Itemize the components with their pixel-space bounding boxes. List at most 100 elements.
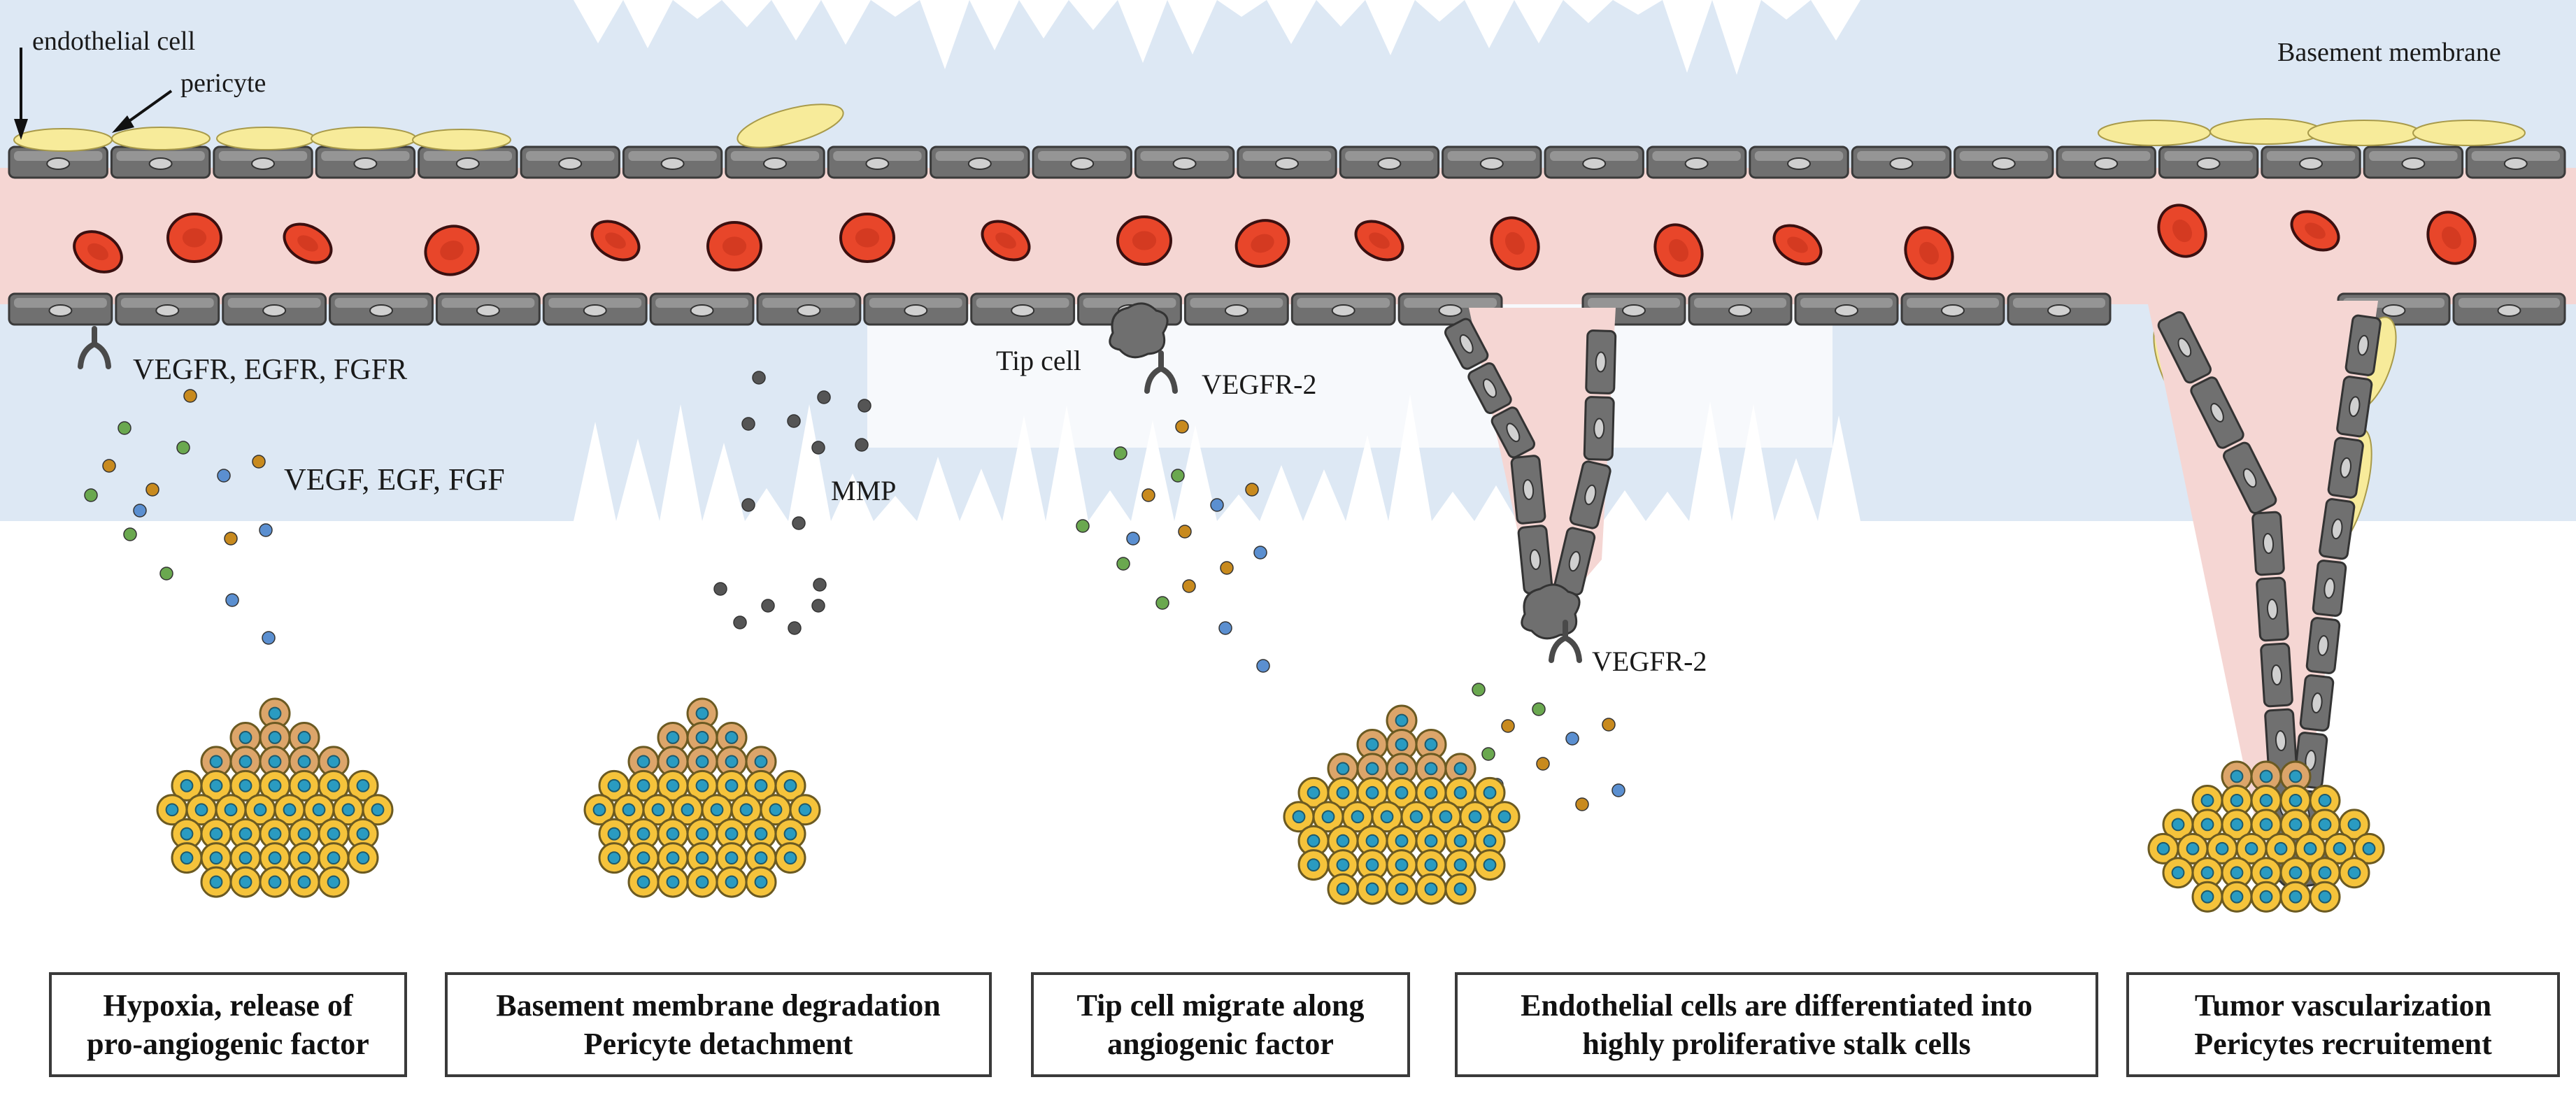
- tumor-mass-2: [583, 697, 821, 898]
- endothelial-nucleus: [1479, 157, 1504, 170]
- tumor-nucleus: [2171, 818, 2185, 832]
- tumor-nucleus: [2318, 794, 2332, 807]
- tumor-nucleus: [636, 827, 650, 841]
- basement-membrane-label: Basement membrane: [2277, 38, 2501, 67]
- tumor-nucleus: [1336, 762, 1350, 776]
- tumor-nucleus: [2215, 841, 2229, 855]
- receptors-and-arrows: [14, 48, 1582, 663]
- tumor-nucleus: [224, 803, 238, 817]
- tumor-nucleus: [268, 827, 282, 841]
- factor-dot: [811, 441, 825, 455]
- tumor-nucleus: [1424, 834, 1438, 848]
- endothelial-nucleus: [1941, 304, 1965, 317]
- factor-dot: [133, 504, 147, 518]
- tumor-nucleus: [165, 803, 179, 817]
- tumor-nucleus: [1424, 762, 1438, 776]
- stage-1-line-1: Hypoxia, release of: [103, 988, 353, 1023]
- tumor-nucleus: [239, 875, 252, 889]
- endothelial-cell-label: endothelial cell: [32, 27, 196, 56]
- tumor-mass-3: [1283, 704, 1521, 905]
- pericyte: [2412, 120, 2526, 146]
- tumor-nucleus: [2289, 890, 2303, 904]
- endothelial-nucleus: [1438, 304, 1463, 317]
- endothelial-nucleus: [148, 157, 173, 170]
- factor-dot: [1611, 783, 1625, 797]
- tumor-nucleus: [297, 875, 311, 889]
- tumor-nucleus: [2186, 841, 2200, 855]
- tumor-nucleus: [666, 755, 680, 769]
- tumor-nucleus: [1409, 810, 1423, 824]
- tumor-nucleus: [651, 803, 665, 817]
- factor-dot: [813, 578, 827, 592]
- stage-4-line-1: Endothelial cells are differentiated int…: [1521, 988, 2033, 1023]
- tumor-nucleus: [239, 778, 252, 792]
- tumor-nucleus: [1497, 810, 1511, 824]
- tumor-nucleus: [194, 803, 208, 817]
- tumor-nucleus: [327, 778, 341, 792]
- factor-dot: [817, 390, 831, 404]
- factor-dot: [1253, 546, 1267, 560]
- tumor-nucleus: [356, 827, 370, 841]
- stage-box-hypoxia: Hypoxia, release of pro-angiogenic facto…: [49, 972, 407, 1077]
- stage-box-stalk-cells: Endothelial cells are differentiated int…: [1455, 972, 2098, 1077]
- receptors-label: VEGFR, EGFR, FGFR: [133, 354, 408, 386]
- tumor-nucleus: [2259, 890, 2273, 904]
- tumor-nucleus: [268, 755, 282, 769]
- tumor-nucleus: [2274, 841, 2288, 855]
- tumor-nucleus: [2303, 841, 2317, 855]
- endothelial-nucleus: [369, 304, 393, 317]
- tumor-nucleus: [356, 778, 370, 792]
- endothelial-nucleus: [1011, 304, 1035, 317]
- stage-3-line-1: Tip cell migrate along: [1076, 988, 1365, 1023]
- factor-dot: [259, 523, 273, 537]
- tumor-nucleus: [1453, 834, 1467, 848]
- tumor-nucleus: [1365, 762, 1379, 776]
- tumor-nucleus: [754, 755, 768, 769]
- tumor-nucleus: [754, 778, 768, 792]
- factor-dot: [787, 414, 801, 428]
- tumor-nucleus: [1483, 785, 1497, 799]
- tumor-nucleus: [1380, 810, 1394, 824]
- angiogenic-factors: [84, 371, 1625, 811]
- tumor-nucleus: [268, 851, 282, 865]
- tumor-nucleus: [2259, 818, 2273, 832]
- tumor-nucleus: [754, 827, 768, 841]
- endothelial-nucleus: [455, 157, 480, 170]
- factor-dot: [176, 441, 190, 455]
- factor-dot: [713, 582, 727, 596]
- tumor-nucleus: [209, 827, 223, 841]
- factor-dot: [1175, 420, 1189, 434]
- tumor-nucleus: [283, 803, 297, 817]
- endothelial-nucleus: [48, 304, 73, 317]
- endothelial-nucleus: [660, 157, 685, 170]
- tumor-nucleus: [725, 851, 739, 865]
- tumor-nucleus: [636, 875, 650, 889]
- factor-dot: [858, 399, 871, 413]
- factor-dot: [1575, 797, 1589, 811]
- tumor-nucleus: [2259, 769, 2273, 783]
- tumor-nucleus: [783, 851, 797, 865]
- tumor-nucleus: [1483, 834, 1497, 848]
- tumor-nucleus: [327, 827, 341, 841]
- receptor-icon: [78, 326, 111, 369]
- tumor-nucleus: [695, 875, 709, 889]
- tumor-nucleus: [2200, 794, 2214, 807]
- factor-dot: [1182, 579, 1196, 593]
- tumor-nucleus: [209, 778, 223, 792]
- tumor-nucleus: [2230, 769, 2244, 783]
- blood-vessel: [0, 104, 2576, 553]
- tumor-nucleus: [681, 803, 695, 817]
- tumor-nucleus: [592, 803, 606, 817]
- tumor-nucleus: [180, 851, 194, 865]
- endothelial-nucleus: [1377, 157, 1402, 170]
- endothelial-nucleus: [1728, 304, 1752, 317]
- tumor-nucleus: [341, 803, 355, 817]
- factor-dot: [811, 599, 825, 613]
- tumor-nucleus: [710, 803, 724, 817]
- tumor-nucleus: [239, 755, 252, 769]
- tumor-nucleus: [209, 875, 223, 889]
- factor-dot: [262, 631, 276, 645]
- endothelial-nucleus: [262, 304, 287, 317]
- stage-box-tip-cell-migration: Tip cell migrate along angiogenic factor: [1031, 972, 1410, 1077]
- tumor-nucleus: [2200, 818, 2214, 832]
